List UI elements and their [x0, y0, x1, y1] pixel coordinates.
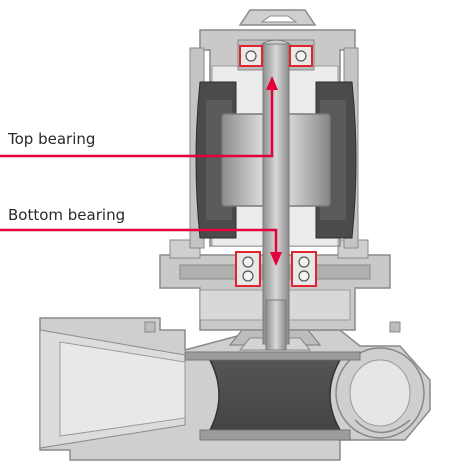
- top-bearing-label: Top bearing: [8, 130, 96, 148]
- pump-casing: [39, 317, 431, 461]
- top-bearing: [239, 45, 313, 67]
- bottom-bearing: [235, 251, 317, 287]
- callout-arrowhead-down: [270, 252, 282, 266]
- bottom-bearing-callout: [0, 228, 282, 266]
- top-bearing-callout: [0, 76, 278, 158]
- bottom-bearing-label: Bottom bearing: [8, 206, 126, 224]
- callout-arrowhead-up: [266, 76, 278, 90]
- shaft: [260, 39, 292, 351]
